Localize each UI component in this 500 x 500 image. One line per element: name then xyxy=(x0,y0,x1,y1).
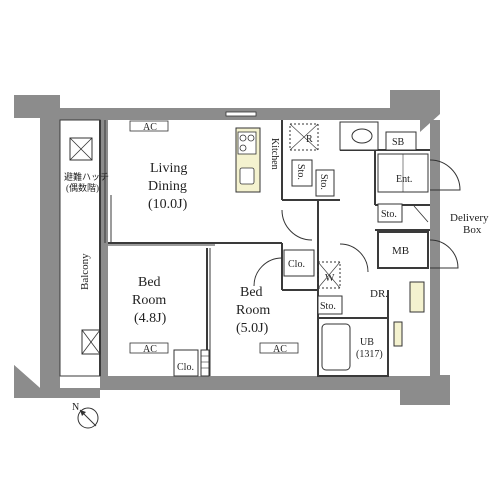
room-labels: Living Dining (10.0J) Bed Room (4.8J) Be… xyxy=(132,161,270,336)
stove-icon xyxy=(237,131,257,155)
storage-wash-label: Sto. xyxy=(320,301,336,312)
entry-area: SB Ent. Sto. Delivery Box MB xyxy=(339,121,489,269)
mb-label: MB xyxy=(392,245,409,257)
bedroom-doors xyxy=(253,243,369,287)
living-label-size: (10.0J) xyxy=(148,197,188,212)
delivery-label-line1: Delivery xyxy=(450,212,489,224)
ac-bed2: AC xyxy=(273,344,287,355)
bed1-closet: Clo. xyxy=(173,349,210,377)
bottom-left-wall xyxy=(14,365,100,398)
hatch-box-top xyxy=(69,137,93,161)
closet-bed1-label: Clo. xyxy=(177,362,194,373)
hatch-label-line2: (偶数階) xyxy=(66,182,99,193)
left-wall xyxy=(100,108,108,390)
right-wall xyxy=(430,120,440,390)
bed1-label-1: Bed xyxy=(138,275,161,290)
closet-center-label: Clo. xyxy=(288,259,305,270)
bed2-label-size: (5.0J) xyxy=(236,321,269,336)
sb-label: SB xyxy=(392,137,405,148)
hatch-label-line1: 避難ハッチ xyxy=(64,171,109,182)
balcony-label: Balcony xyxy=(79,253,91,290)
wash-area: Clo. W Sto. DR. UB (1317) xyxy=(281,209,425,371)
bottom-wall xyxy=(100,376,430,390)
left-wing-wall xyxy=(14,95,60,398)
ac-bed1: AC xyxy=(143,344,157,355)
exterior-walls xyxy=(14,90,450,405)
storage-ent xyxy=(377,203,403,223)
ent-label: Ent. xyxy=(396,174,412,185)
bottom-right-wall xyxy=(400,375,450,405)
bath-tub xyxy=(321,323,351,371)
balcony-area: 避難ハッチ (偶数階) Balcony xyxy=(59,119,109,377)
bed2-label-2: Room xyxy=(236,303,270,318)
delivery-label-line2: Box xyxy=(463,224,482,236)
kitchen-area: Kitchen R Sto. Sto. xyxy=(225,111,335,197)
storage-ent-label: Sto. xyxy=(381,209,397,220)
living-label-1: Living xyxy=(150,161,187,176)
sink-icon xyxy=(239,167,255,185)
refrigerator-label: R xyxy=(306,134,313,145)
storage-k2-label: Sto. xyxy=(318,174,329,190)
bed1-label-2: Room xyxy=(132,293,166,308)
utility-door-swing xyxy=(339,243,369,273)
front-door-swing xyxy=(429,159,461,191)
mb-door-swing xyxy=(429,239,459,269)
refrigerator-box xyxy=(289,123,319,151)
ac-living-box xyxy=(129,120,169,132)
range-hood xyxy=(225,111,257,117)
storage-wash xyxy=(317,295,343,315)
corridor-door-swing xyxy=(281,209,313,241)
closet-center xyxy=(283,249,315,277)
bed2-label-1: Bed xyxy=(240,285,263,300)
kitchen-label: Kitchen xyxy=(269,138,280,170)
ac-units: AC AC AC xyxy=(129,120,299,355)
living-label-2: Dining xyxy=(148,179,187,194)
ac-living: AC xyxy=(143,122,157,133)
ub-size-label: (1317) xyxy=(356,349,383,360)
north-arrow: N xyxy=(72,402,99,429)
ac-bed2-box xyxy=(259,342,299,354)
bed2-door-swing xyxy=(253,257,283,287)
north-label: N xyxy=(72,402,79,413)
top-wall xyxy=(60,108,390,120)
storage-k2 xyxy=(315,169,335,197)
washer-label: W xyxy=(325,273,335,284)
bed1-label-size: (4.8J) xyxy=(134,311,167,326)
toilet-icon xyxy=(351,128,373,144)
hatch-box-bottom xyxy=(81,329,101,355)
storage-k1-label: Sto. xyxy=(295,164,306,180)
ub-label: UB xyxy=(360,337,374,348)
dr-label: DR. xyxy=(370,288,388,300)
vanity xyxy=(409,281,425,313)
sb-box xyxy=(385,131,417,151)
ac-bed1-box xyxy=(129,342,169,354)
storage-k1 xyxy=(291,159,313,187)
top-right-wall xyxy=(390,90,440,132)
bath-door xyxy=(393,321,403,347)
